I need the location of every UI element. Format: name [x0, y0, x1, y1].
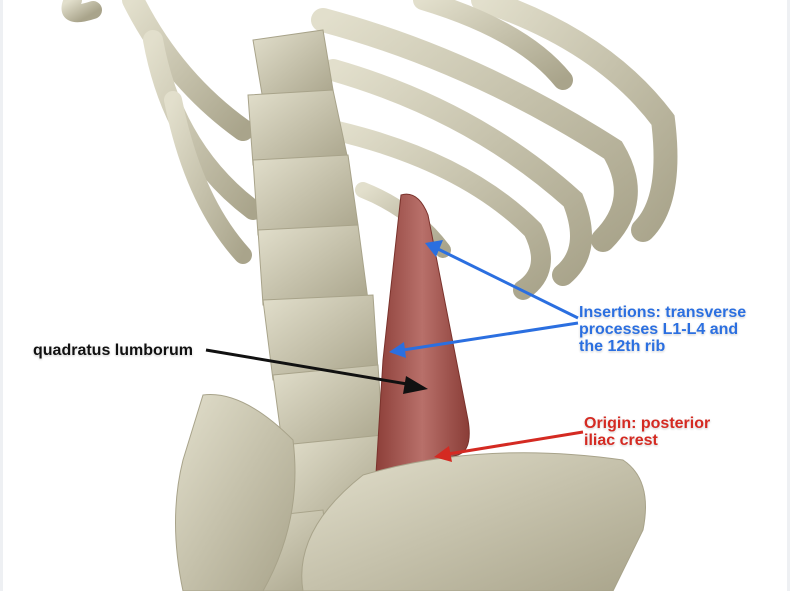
muscle-arrowhead	[403, 376, 428, 394]
insertion-arrow-process	[402, 321, 579, 352]
skeleton-drawing	[61, 0, 678, 591]
insertions-label: Insertions: transverse processes L1-L4 a…	[579, 304, 779, 355]
quadratus-lumborum-muscle	[374, 193, 470, 492]
anatomy-illustration	[3, 0, 784, 591]
origin-line-2: iliac crest	[584, 432, 658, 449]
insertion-arrowhead-process	[389, 342, 406, 358]
insertion-arrowhead-rib	[425, 240, 443, 257]
origin-arrowhead	[434, 446, 452, 462]
ribcage	[61, 0, 678, 300]
insertion-arrow-rib	[437, 247, 579, 320]
arrows	[205, 240, 584, 462]
muscle-arrow	[205, 348, 414, 387]
right-edge	[787, 0, 790, 591]
left-edge	[0, 0, 3, 591]
origin-arrow	[447, 430, 584, 456]
insertions-line-1: Insertions: transverse	[579, 304, 747, 321]
origin-line-1: Origin: posterior	[584, 415, 711, 432]
insertions-line-3: the 12th rib	[579, 338, 666, 355]
pelvis	[175, 394, 646, 591]
origin-label: Origin: posterior iliac crest	[584, 415, 764, 449]
muscle-label: quadratus lumborum	[33, 342, 194, 359]
insertions-line-2: processes L1-L4 and	[579, 321, 739, 338]
